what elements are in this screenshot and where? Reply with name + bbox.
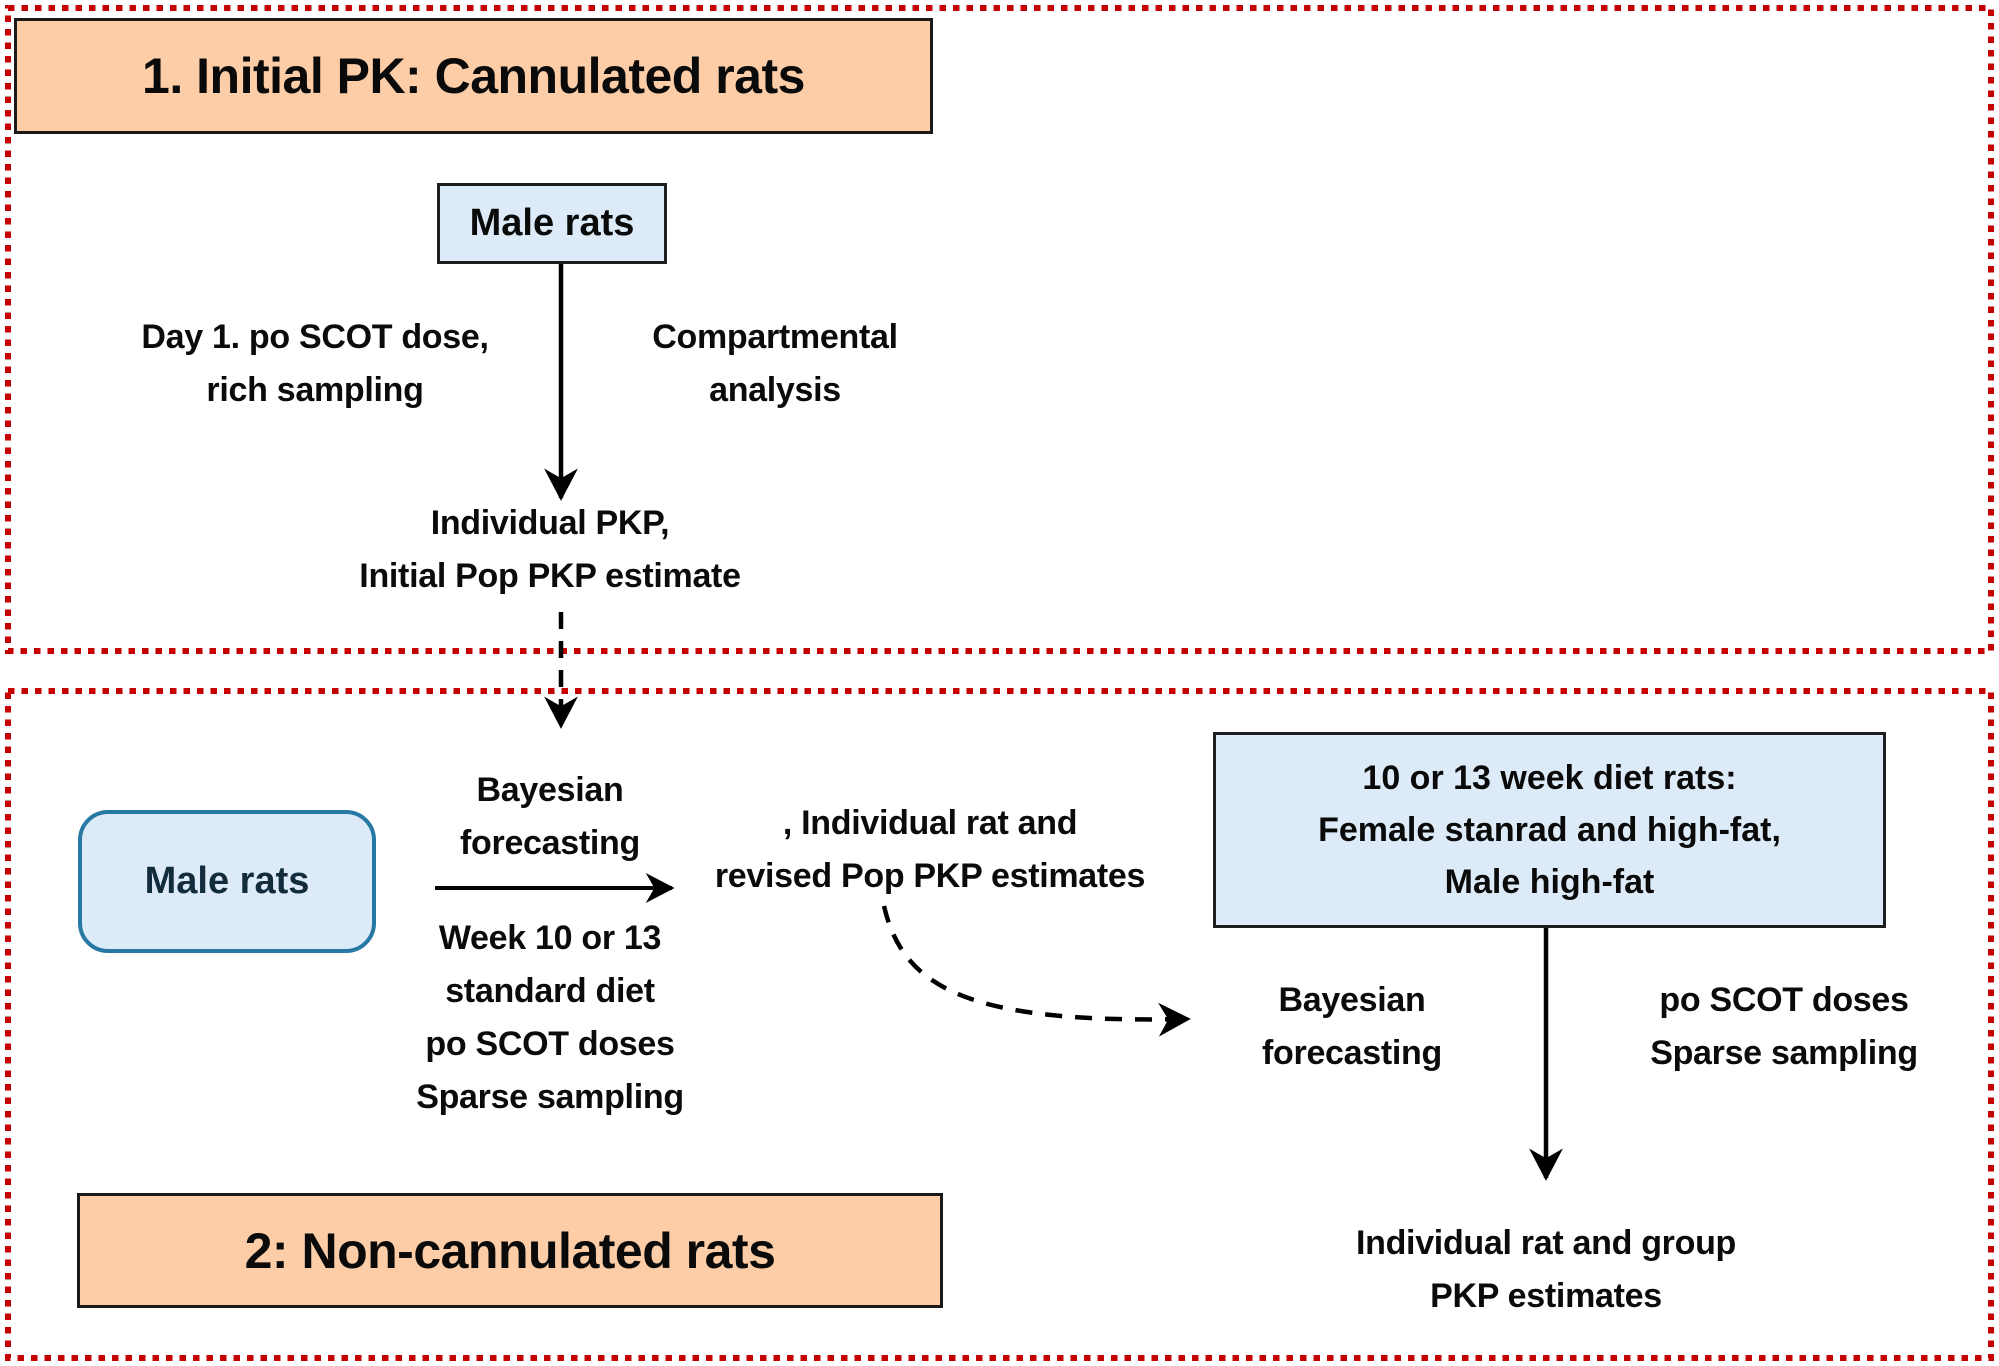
section2-header-label: 2: Non-cannulated rats bbox=[244, 1222, 776, 1279]
dose-sampling-line1: Day 1. po SCOT dose, bbox=[141, 318, 489, 356]
week-label-line1: Week 10 or 13 bbox=[438, 919, 662, 957]
dose-label-line1: po SCOT doses bbox=[1659, 981, 1909, 1019]
diet-box-line1: 10 or 13 week diet rats: bbox=[1362, 759, 1737, 797]
section1-header: 1. Initial PK: Cannulated rats bbox=[14, 18, 933, 134]
individual-pkp-label: Individual PKP, Initial Pop PKP estimate bbox=[270, 497, 830, 603]
week-diet-dose-label: Week 10 or 13 standard diet po SCOT dose… bbox=[300, 912, 800, 1124]
individual-pkp-line1: Individual PKP, bbox=[430, 504, 670, 542]
revised-label-line2: revised Pop PKP estimates bbox=[714, 857, 1146, 895]
male-rats-label-section2: Male rats bbox=[144, 860, 310, 902]
group-pkp-line2: PKP estimates bbox=[1430, 1277, 1662, 1315]
revised-label-line1: , Individual rat and bbox=[782, 804, 1078, 842]
diet-box-line2: Female stanrad and high-fat, bbox=[1318, 811, 1781, 849]
bayesian-left-line1: Bayesian bbox=[476, 771, 624, 809]
section2-header: 2: Non-cannulated rats bbox=[77, 1193, 943, 1308]
male-rats-box-section2: Male rats bbox=[78, 810, 376, 953]
bayesian-forecasting-right-label: Bayesian forecasting bbox=[1122, 974, 1582, 1080]
compartmental-analysis-label: Compartmental analysis bbox=[545, 311, 1005, 417]
section1-header-label: 1. Initial PK: Cannulated rats bbox=[142, 48, 805, 104]
diet-rats-box: 10 or 13 week diet rats: Female stanrad … bbox=[1213, 732, 1886, 928]
week-label-line4: Sparse sampling bbox=[416, 1078, 684, 1116]
dashed-curved-arrow-revised-to-bayesian bbox=[881, 905, 1191, 1037]
male-rats-box-section1: Male rats bbox=[437, 183, 667, 264]
compartmental-line1: Compartmental bbox=[652, 318, 898, 356]
group-pkp-estimates-label: Individual rat and group PKP estimates bbox=[1246, 1217, 1846, 1323]
week-label-line2: standard diet bbox=[445, 972, 655, 1010]
group-pkp-line1: Individual rat and group bbox=[1355, 1224, 1737, 1262]
bayesian-left-line2: forecasting bbox=[460, 824, 640, 862]
dose-label-line2: Sparse sampling bbox=[1650, 1034, 1918, 1072]
dose-sampling-label: Day 1. po SCOT dose, rich sampling bbox=[85, 311, 545, 417]
po-scot-doses-label: po SCOT doses Sparse sampling bbox=[1584, 974, 1984, 1080]
bayesian-forecasting-left-label: Bayesian forecasting bbox=[320, 764, 780, 870]
individual-pkp-line2: Initial Pop PKP estimate bbox=[359, 557, 741, 595]
dose-sampling-line2: rich sampling bbox=[206, 371, 424, 409]
week-label-line3: po SCOT doses bbox=[425, 1025, 675, 1063]
section2-dotted-border bbox=[5, 688, 1994, 1361]
compartmental-line2: analysis bbox=[709, 371, 841, 409]
male-rats-label-section1: Male rats bbox=[469, 202, 635, 244]
diet-box-line3: Male high-fat bbox=[1444, 863, 1655, 901]
revised-pop-pkp-label: , Individual rat and revised Pop PKP est… bbox=[680, 797, 1180, 903]
bayesian-right-line1: Bayesian bbox=[1278, 981, 1426, 1019]
section1-dotted-border bbox=[5, 5, 1994, 654]
bayesian-right-line2: forecasting bbox=[1262, 1034, 1442, 1072]
